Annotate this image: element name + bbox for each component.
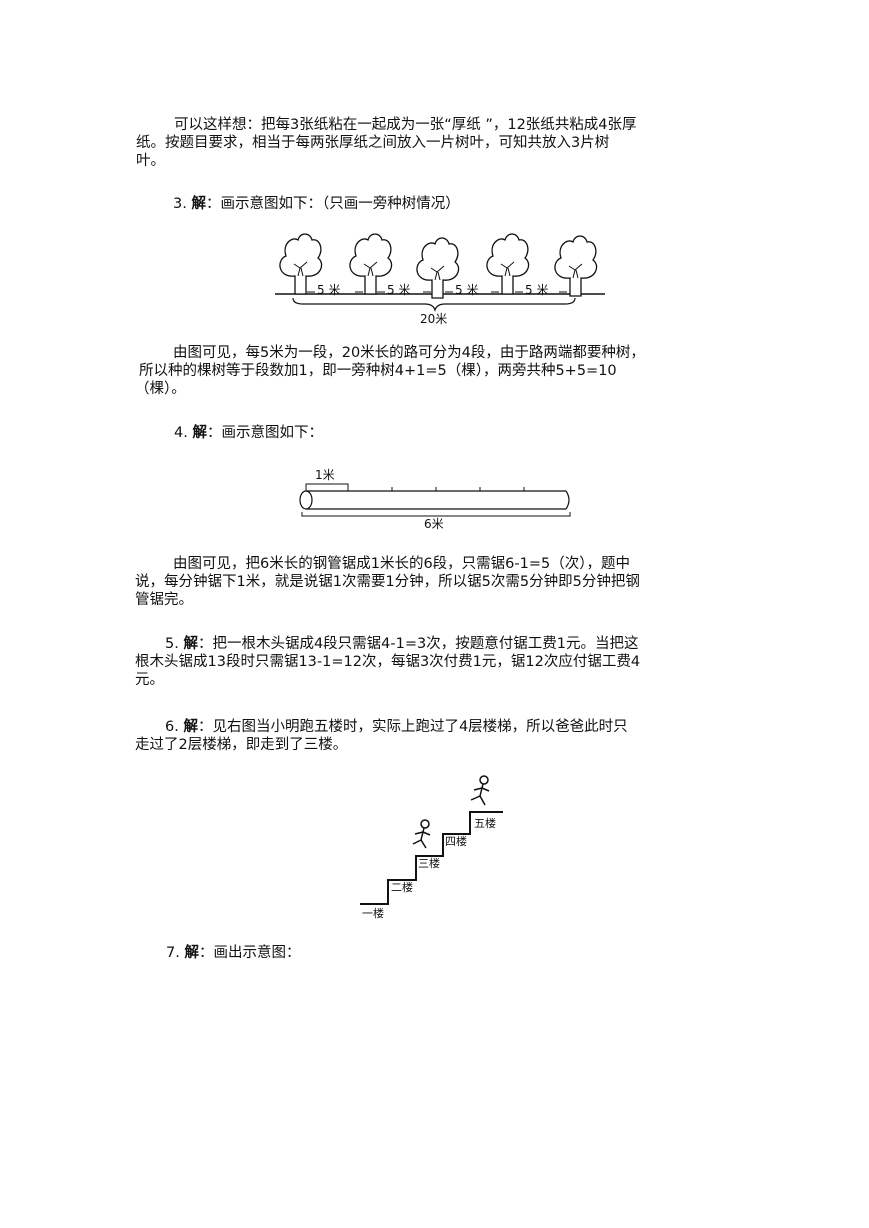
total-length-label: 20米 [420, 312, 447, 326]
q5-line-2: 根木头锯成13段时只需锯13-1=12次，每锯3次付费1元，锯12次应付锯工费4 [135, 654, 641, 670]
q5-solution-label: 解 [183, 636, 198, 652]
floor-label-5: 五楼 [474, 816, 496, 830]
q7-heading-text: ：画出示意图： [198, 945, 301, 961]
steel-pipe-diagram: 1米 6米 [299, 468, 571, 531]
segment-label-3: 5 米 [455, 283, 478, 297]
intro-line-3: 叶。 [136, 153, 165, 169]
q3-explanation-line-2: 所以种的棵树等于段数加1，即一旁种树4+1=5（棵），两旁共种5+5=10 [139, 363, 617, 379]
q3-solution-label: 解 [191, 196, 206, 212]
tree-icon [416, 237, 460, 299]
q6-solution-label: 解 [183, 719, 198, 735]
segment-label-2: 5 米 [387, 283, 410, 297]
father-runner-icon [412, 819, 431, 849]
intro-paragraph: 可以这样想：把每3张纸粘在一起成为一张“厚纸 ”，12张纸共粘成4张厚 纸。按题… [136, 116, 637, 170]
q3-explanation-line-1: 由图可见，每5米为一段，20米长的路可分为4段，由于路两端都要种树， [173, 345, 645, 361]
q4-heading: 4. 解：画示意图如下： [174, 424, 323, 442]
q6-line-1: ：见右图当小明跑五楼时，实际上跑过了4层楼梯，所以爸爸此时只 [197, 719, 628, 735]
q4-explanation-line-1: 由图可见，把6米长的钢管锯成1米长的6段，只需锯6-1=5（次），题中 [173, 556, 630, 572]
pipe-segment-label: 1米 [315, 468, 335, 482]
q4-number: 4. [174, 425, 188, 441]
tree-planting-diagram: 5 米 5 米 5 米 5 米 20米 [275, 233, 605, 326]
q3-heading-text: ：画示意图如下：（只画一旁种树情况） [205, 196, 460, 212]
segment-label-1: 5 米 [317, 283, 340, 297]
intro-line-1: 可以这样想：把每3张纸粘在一起成为一张“厚纸 ”，12张纸共粘成4张厚 [174, 117, 637, 133]
segment-label-4: 5 米 [525, 283, 548, 297]
q3-heading: 3. 解：画示意图如下：（只画一旁种树情况） [173, 195, 460, 213]
q5-number: 5. [165, 636, 179, 652]
q7-number: 7. [166, 945, 180, 961]
floor-label-1: 一楼 [362, 906, 384, 920]
q5-paragraph: 5. 解：把一根木头锯成4段只需锯4-1=3次，按题意付锯工费1元。当把这 根木… [135, 635, 640, 689]
q3-explanation: 由图可见，每5米为一段，20米长的路可分为4段，由于路两端都要种树， 所以种的棵… [135, 344, 645, 398]
q4-explanation: 由图可见，把6米长的钢管锯成1米长的6段，只需锯6-1=5（次），题中 说，每分… [135, 555, 640, 609]
staircase-diagram: 一楼 二楼 三楼 四楼 五楼 [360, 775, 503, 920]
floor-label-4: 四楼 [445, 834, 467, 848]
xiaoming-runner-icon [470, 775, 490, 806]
q6-paragraph: 6. 解：见右图当小明跑五楼时，实际上跑过了4层楼梯，所以爸爸此时只 走过了2层… [135, 718, 628, 754]
tree-icon [486, 233, 530, 295]
q5-line-3: 元。 [135, 672, 164, 688]
q4-heading-text: ：画示意图如下： [206, 425, 323, 441]
q3-number: 3. [173, 196, 187, 212]
intro-line-2: 纸。按题目要求，相当于每两张厚纸之间放入一片树叶，可知共放入3片树 [136, 135, 610, 151]
q4-explanation-line-3: 管锯完。 [135, 592, 193, 608]
q7-heading: 7. 解：画出示意图： [166, 944, 300, 962]
tree-icon [279, 233, 323, 295]
floor-label-3: 三楼 [418, 856, 440, 870]
q6-number: 6. [165, 719, 179, 735]
q5-line-1: ：把一根木头锯成4段只需锯4-1=3次，按题意付锯工费1元。当把这 [197, 636, 639, 652]
q4-explanation-line-2: 说，每分钟锯下1米，就是说锯1次需要1分钟，所以锯5次需5分钟即5分钟把钢 [135, 574, 640, 590]
q6-line-2: 走过了2层楼梯，即走到了三楼。 [135, 737, 348, 753]
tree-icon [554, 235, 598, 297]
pipe-total-label: 6米 [424, 517, 444, 531]
q7-solution-label: 解 [184, 945, 199, 961]
tree-icon [349, 233, 393, 295]
q4-solution-label: 解 [192, 425, 207, 441]
q3-explanation-line-3: （棵）。 [135, 381, 186, 397]
floor-label-2: 二楼 [391, 880, 413, 894]
